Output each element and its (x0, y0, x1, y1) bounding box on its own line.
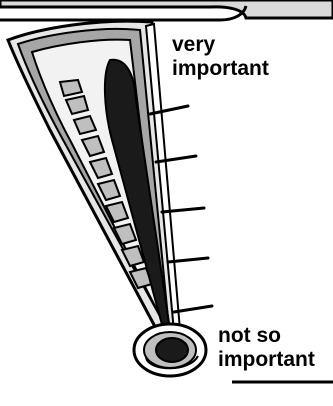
not-so-important-label-line1: not so (218, 324, 281, 348)
very-important-label-line2: important (172, 57, 269, 81)
bulb-icon (134, 324, 206, 376)
top-panel (0, 0, 333, 18)
not-so-important-label-line2: important (218, 348, 315, 372)
very-important-label-line1: very (172, 33, 215, 57)
